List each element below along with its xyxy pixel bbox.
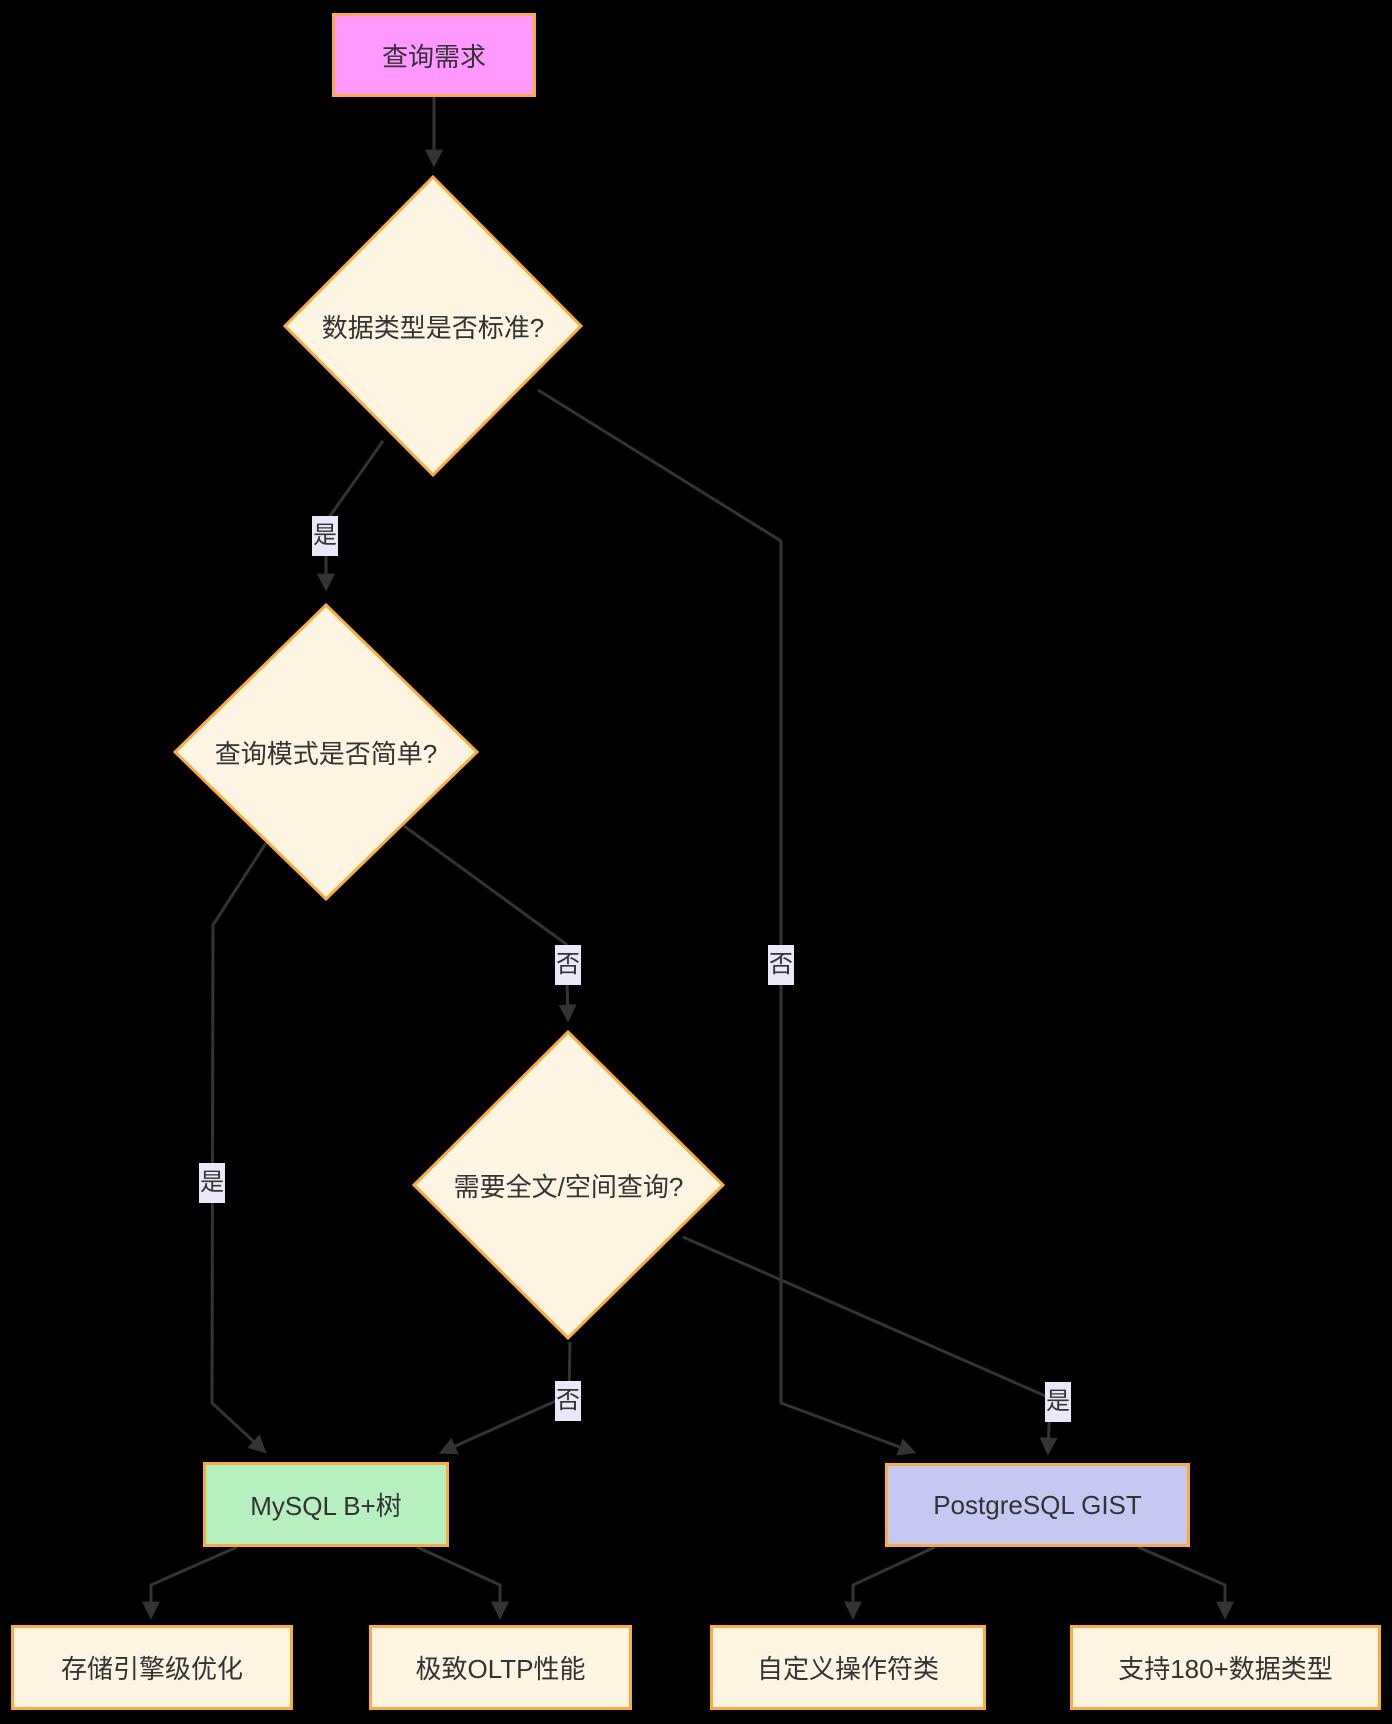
node-180-plus-data-types: 支持180+数据类型	[1070, 1625, 1381, 1710]
decision-data-type-standard-label: 数据类型是否标准?	[321, 312, 545, 343]
edge-postgres-to-leaf4	[1137, 1545, 1234, 1620]
node-180-plus-data-types-label: 支持180+数据类型	[1118, 1654, 1333, 1684]
edge-decision3-yes-to-postgres	[682, 1235, 1058, 1456]
decision-need-fulltext-spatial-label: 需要全文/空间查询?	[453, 1171, 684, 1202]
node-storage-engine-optimization-label: 存储引擎级优化	[60, 1654, 243, 1684]
node-mysql-btree: MySQL B+树	[203, 1462, 449, 1547]
edge-mysql-to-leaf1	[142, 1545, 238, 1620]
edge-label-d1-no: 否	[768, 945, 794, 985]
node-query-requirement: 查询需求	[332, 13, 536, 97]
node-custom-operator-classes: 自定义操作符类	[710, 1625, 986, 1710]
edge-decision3-no-to-mysql	[438, 1341, 572, 1455]
node-extreme-oltp-performance: 极致OLTP性能	[369, 1625, 632, 1710]
node-postgresql-gist: PostgreSQL GIST	[885, 1463, 1190, 1547]
edge-label-d1-yes: 是	[312, 516, 338, 556]
edge-label-d2-yes: 是	[199, 1163, 225, 1203]
edge-postgres-to-leaf3	[844, 1545, 936, 1620]
decision-query-pattern-simple: 查询模式是否简单?	[173, 603, 479, 901]
node-storage-engine-optimization: 存储引擎级优化	[11, 1625, 293, 1710]
decision-data-type-standard: 数据类型是否标准?	[283, 175, 583, 477]
edge-label-d3-yes: 是	[1045, 1382, 1071, 1422]
node-postgresql-gist-label: PostgreSQL GIST	[933, 1489, 1142, 1520]
edge-decision2-yes-to-mysql	[210, 842, 268, 1454]
diamond-shape	[412, 1030, 725, 1340]
edge-decision2-no-to-decision3	[403, 824, 577, 1023]
diamond-shape	[283, 175, 583, 477]
decision-query-pattern-simple-label: 查询模式是否简单?	[214, 738, 438, 769]
diamond-shape	[173, 603, 479, 901]
node-query-requirement-label: 查询需求	[381, 41, 486, 72]
edge-label-d2-no: 否	[555, 945, 581, 985]
decision-need-fulltext-spatial: 需要全文/空间查询?	[412, 1030, 725, 1340]
node-extreme-oltp-performance-label: 极致OLTP性能	[415, 1654, 586, 1684]
edge-mysql-to-leaf2	[416, 1545, 509, 1620]
edge-label-d3-no: 否	[555, 1381, 581, 1421]
node-custom-operator-classes-label: 自定义操作符类	[756, 1654, 939, 1684]
node-mysql-btree-label: MySQL B+树	[250, 1491, 402, 1521]
